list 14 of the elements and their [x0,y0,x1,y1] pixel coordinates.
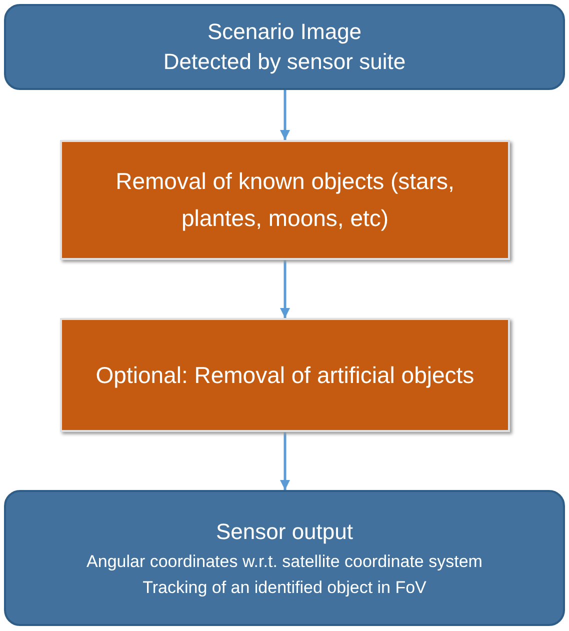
box-text: Removal of known objects (stars, plantes, moons, etc) [114,167,456,233]
arrow [280,432,290,490]
box-text: Angular coordinates w.r.t. satellite coordinate system [86,550,482,573]
box-text: Detected by sensor suite [163,48,406,76]
arrow [280,90,290,140]
box-title: Scenario Image [207,18,362,46]
terminal-box [4,4,565,90]
box-title: Sensor output [216,518,353,546]
process-box [60,318,510,432]
box-text: Tracking of an identified object in FoV [142,577,426,600]
box-text: Optional: Removal of artificial objects [96,360,474,390]
process-box [60,140,510,260]
arrow [280,260,290,318]
terminal-box [4,490,565,626]
